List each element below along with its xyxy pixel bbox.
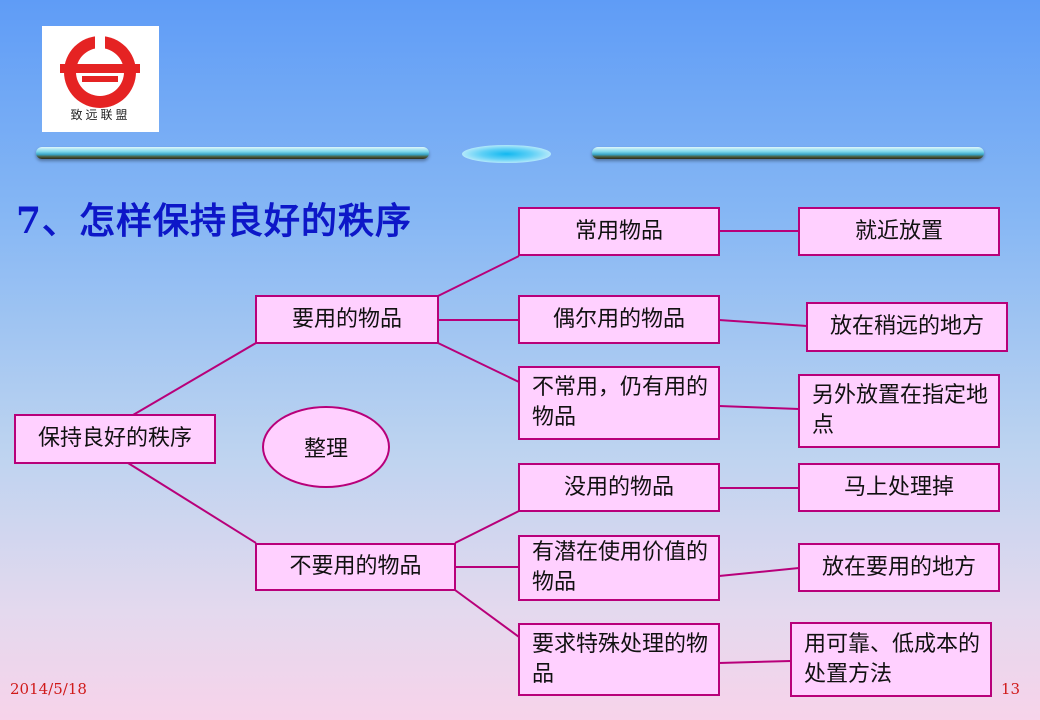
connector-special-to-action (718, 660, 792, 664)
branch-kept-node: 要用的物品 (255, 295, 439, 344)
item-useless-node: 没用的物品 (518, 463, 720, 512)
connector-discard-to-useless (454, 510, 520, 544)
action-useless-node: 马上处理掉 (798, 463, 1000, 512)
logo: 致远联盟 (42, 26, 159, 132)
item-common-node: 常用物品 (518, 207, 720, 256)
footer-page-number: 13 (1001, 680, 1021, 698)
sort-ellipse: 整理 (262, 406, 390, 488)
slide-title: 7、怎样保持良好的秩序 (16, 200, 413, 242)
action-special-node: 用可靠、低成本的处置方法 (790, 622, 992, 697)
connector-discard-to-special (454, 589, 520, 638)
logo-text: 致远联盟 (70, 108, 131, 122)
connector-occasional-to-action (718, 319, 808, 327)
connector-root-to-kept (132, 342, 257, 416)
footer-date: 2014/5/18 (10, 680, 87, 698)
branch-discard-node: 不要用的物品 (255, 543, 456, 591)
decorative-oval (462, 145, 551, 163)
decorative-bar-left (36, 147, 429, 159)
root-node: 保持良好的秩序 (14, 414, 216, 464)
action-potential-node: 放在要用的地方 (798, 543, 1000, 592)
connector-root-to-discard (127, 462, 257, 544)
logo-emblem-icon (60, 36, 140, 108)
item-potential-node: 有潜在使用价值的物品 (518, 535, 720, 601)
connector-rare-to-action (718, 405, 800, 410)
action-rare-node: 另外放置在指定地点 (798, 374, 1000, 448)
connector-kept-to-rare (437, 342, 520, 383)
item-special-node: 要求特殊处理的物品 (518, 623, 720, 696)
decorative-bar-right (592, 147, 984, 159)
action-occasional-node: 放在稍远的地方 (806, 302, 1008, 352)
action-common-node: 就近放置 (798, 207, 1000, 256)
connector-kept-to-common (437, 255, 520, 297)
connector-potential-to-action (718, 567, 800, 577)
item-occasional-node: 偶尔用的物品 (518, 295, 720, 344)
item-rare-node: 不常用，仍有用的物品 (518, 366, 720, 440)
